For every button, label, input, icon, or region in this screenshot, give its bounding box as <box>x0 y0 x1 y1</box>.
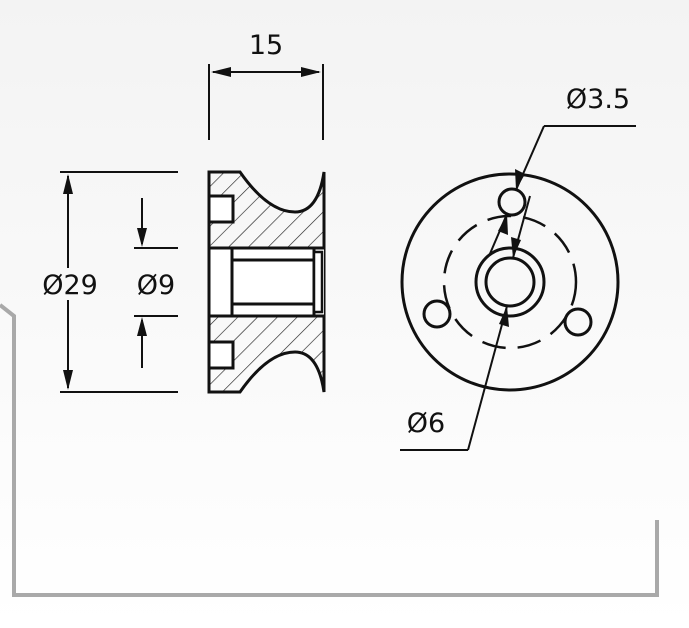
pin-hole-top <box>497 187 527 217</box>
bore-diameter-dimension: Ø9 <box>134 198 178 368</box>
outer-diameter-dimension: Ø29 <box>42 171 178 393</box>
width-label: 15 <box>249 30 283 61</box>
section-view <box>207 170 326 394</box>
pin-hole-dimension: Ø3.5 <box>488 84 636 257</box>
hub-inner-circle <box>484 256 536 308</box>
hub-outer-circle <box>474 246 546 318</box>
hub-diameter-dimension: Ø6 <box>400 195 531 451</box>
pin-hole-left <box>422 299 452 329</box>
pin-hole-right <box>563 307 593 337</box>
sheet-border <box>0 303 659 597</box>
pin-hole-top-cutout <box>207 194 235 224</box>
bore-diameter-label: Ø9 <box>137 270 175 301</box>
front-view <box>400 172 620 392</box>
pin-hole-diameter-label: Ø3.5 <box>566 84 630 115</box>
hub-shaft <box>230 258 316 306</box>
hub-diameter-label: Ø6 <box>407 408 445 439</box>
width-dimension: 15 <box>208 30 324 140</box>
outer-circle <box>400 172 620 392</box>
pin-hole-bottom-cutout <box>207 340 235 370</box>
outer-diameter-label: Ø29 <box>42 270 98 301</box>
